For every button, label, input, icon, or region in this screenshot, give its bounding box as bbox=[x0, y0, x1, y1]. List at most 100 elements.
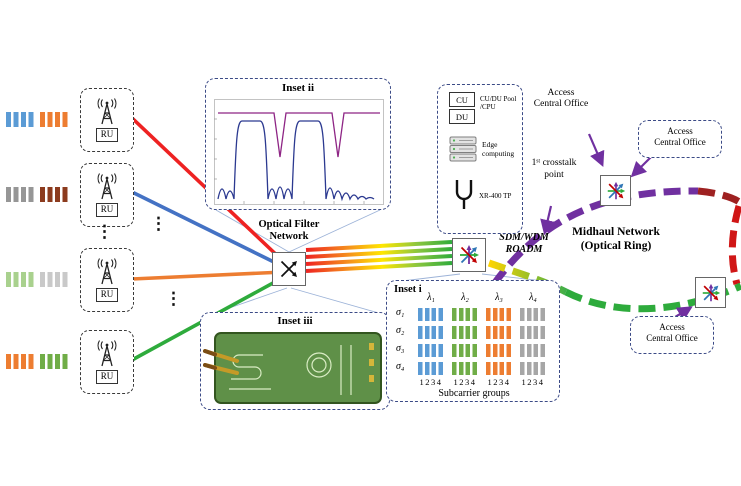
spectrum-group bbox=[40, 112, 68, 127]
antenna-icon bbox=[97, 258, 117, 285]
inset-connector-lines bbox=[211, 209, 553, 315]
filter-passband-curve bbox=[217, 120, 375, 202]
spectrum-group bbox=[6, 272, 34, 287]
switch-icon bbox=[280, 260, 297, 278]
roadm-label-line2: ROADM bbox=[505, 244, 543, 255]
roadm-label: SDM/WDM ROADM bbox=[492, 232, 556, 256]
ellipsis-dots: ⋮ bbox=[96, 222, 113, 241]
aco-box-right: Access Central Office bbox=[638, 120, 722, 158]
fan-line-orange bbox=[130, 270, 286, 281]
filter-reference-curve bbox=[218, 112, 380, 158]
subcarrier-cell bbox=[418, 362, 444, 375]
ring-arc-maroon bbox=[697, 187, 741, 206]
aco-line1: Access bbox=[659, 322, 685, 332]
aco-line1: Access bbox=[667, 126, 693, 136]
aco-line1: Access bbox=[547, 88, 575, 98]
ru-unit-4: RU bbox=[80, 330, 134, 394]
spectrum-group bbox=[6, 187, 34, 202]
lambda-header: λ₄ bbox=[529, 292, 537, 303]
transceiver-icon bbox=[455, 180, 473, 209]
filter-network-label: Optical Filter Network bbox=[258, 219, 320, 243]
aco-box-bottom: Access Central Office bbox=[630, 316, 714, 354]
tp-label: XR-400 TP bbox=[479, 192, 512, 200]
subcarrier-cell bbox=[520, 362, 546, 375]
subcarrier-cell bbox=[520, 326, 546, 339]
du-chip: DU bbox=[449, 109, 475, 124]
lambda-header: λ₂ bbox=[461, 292, 469, 303]
pool-label: CU/DU Pool /CPU bbox=[480, 95, 517, 112]
ellipsis-dots: ⋮ bbox=[165, 289, 182, 308]
optical-filter-node bbox=[272, 252, 306, 286]
aco-line2: Central Office bbox=[654, 137, 706, 148]
ellipsis-dots: ⋮ bbox=[150, 214, 167, 233]
fan-line-blue bbox=[130, 190, 286, 269]
inset-i-box bbox=[386, 280, 560, 402]
midhaul-label: Midhaul Network (Optical Ring) bbox=[556, 225, 676, 254]
sdm-wdm-roadm-node bbox=[452, 238, 486, 272]
inset-i-title: Inset i bbox=[394, 284, 422, 295]
inset-iii-title: Inset iii bbox=[277, 315, 313, 327]
inset-ii-box: Inset ii bbox=[205, 78, 391, 210]
roadm-label-line1: SDM/WDM bbox=[499, 232, 549, 243]
subcarrier-cell bbox=[520, 344, 546, 357]
subcarrier-cell bbox=[486, 308, 512, 321]
roadm-icon bbox=[607, 181, 625, 199]
spectrum-group bbox=[40, 354, 68, 369]
rainbow-wdm-link bbox=[305, 240, 453, 273]
cu-chip: CU bbox=[449, 92, 475, 107]
aco-line2: Central Office bbox=[533, 99, 589, 110]
ring-node-top bbox=[600, 175, 631, 206]
sigma-label: σ₂ bbox=[396, 325, 405, 336]
index-label: 1234 bbox=[419, 377, 443, 387]
index-label: 1234 bbox=[521, 377, 545, 387]
sigma-label: σ₄ bbox=[396, 361, 405, 372]
arrow-from-aco-right bbox=[630, 155, 653, 178]
spectrum-group bbox=[6, 112, 34, 127]
antenna-icon bbox=[97, 340, 117, 367]
aco-line2: Central Office bbox=[646, 333, 698, 344]
fiber-probes bbox=[203, 349, 239, 375]
lambda-header: λ₃ bbox=[495, 292, 503, 303]
sigma-label: σ₃ bbox=[396, 343, 405, 354]
photonic-chip bbox=[203, 332, 382, 404]
ring-arc-purple bbox=[491, 187, 699, 287]
index-label: 1234 bbox=[487, 377, 511, 387]
roadm-icon bbox=[460, 245, 479, 264]
ru-unit-2: RU bbox=[80, 163, 134, 227]
subcarrier-cell bbox=[486, 326, 512, 339]
roadm-icon bbox=[702, 283, 720, 301]
subcarrier-cell bbox=[520, 308, 546, 321]
ring-arc-rainbow bbox=[487, 259, 568, 296]
ru-label: RU bbox=[95, 128, 119, 142]
lambda-header: λ₁ bbox=[427, 292, 435, 303]
crosstalk-label: 1ˢᵗ crosstalk point bbox=[531, 158, 577, 180]
spectrum-group bbox=[40, 187, 68, 202]
aco-top-label: Access Central Office bbox=[524, 88, 598, 111]
subcarrier-cell bbox=[452, 326, 478, 339]
subcarrier-cell bbox=[486, 344, 512, 357]
ru-label: RU bbox=[95, 288, 119, 302]
subcarrier-cell bbox=[486, 362, 512, 375]
ru-unit-1: RU bbox=[80, 88, 134, 152]
index-label: 1234 bbox=[453, 377, 477, 387]
arrow-to-top-node bbox=[587, 133, 605, 168]
subcarrier-cell bbox=[452, 344, 478, 357]
subcarrier-cell bbox=[418, 344, 444, 357]
chip-pads bbox=[369, 343, 374, 382]
subcarrier-cell bbox=[452, 308, 478, 321]
midhaul-line1: Midhaul Network bbox=[572, 226, 660, 238]
ru-label: RU bbox=[95, 370, 119, 384]
midhaul-line2: (Optical Ring) bbox=[580, 240, 652, 253]
antenna-icon bbox=[97, 173, 117, 200]
chip-waveguides bbox=[229, 345, 352, 395]
arrow-crosstalk bbox=[540, 205, 556, 236]
subcarrier-cell bbox=[418, 308, 444, 321]
server-icon bbox=[449, 136, 477, 162]
inset-ii-title: Inset ii bbox=[281, 82, 315, 94]
spectrum-group bbox=[6, 354, 34, 369]
edge-label: Edge computing bbox=[482, 140, 515, 158]
inset-iii-box: Inset iii bbox=[200, 312, 390, 410]
subcarrier-cell bbox=[452, 362, 478, 375]
filter-response-plot bbox=[214, 99, 384, 205]
